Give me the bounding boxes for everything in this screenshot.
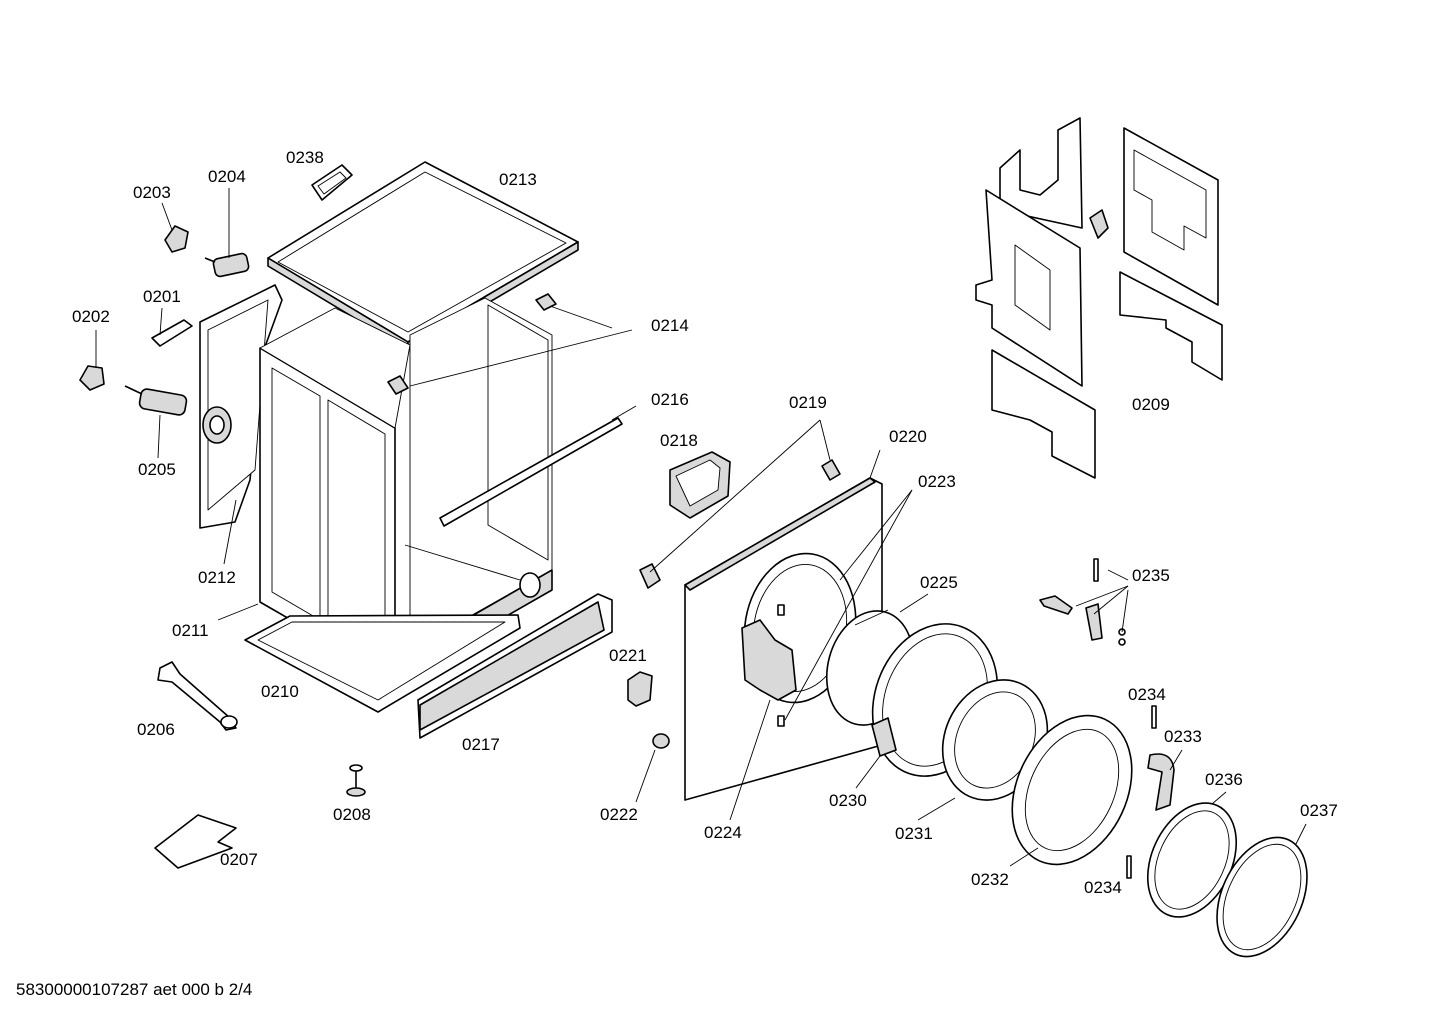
hinge-part (627, 459, 841, 749)
part-label-0203: 0203 (133, 183, 171, 202)
part-label-0225: 0225 (920, 573, 958, 592)
cross-bar-part (439, 417, 623, 527)
door-glass-part (941, 679, 1049, 801)
back-panel-part (199, 284, 283, 529)
bracket-part (151, 319, 193, 347)
part-label-0210: 0210 (261, 682, 299, 701)
part-label-0218: 0218 (660, 431, 698, 450)
door-outer-ring-part (1146, 802, 1308, 958)
part-label-0237: 0237 (1300, 801, 1338, 820)
part-label-0233: 0233 (1164, 727, 1202, 746)
part-label-0202: 0202 (72, 307, 110, 326)
insulation-pad-part (975, 117, 1223, 479)
part-label-0222: 0222 (600, 805, 638, 824)
part-label-0201: 0201 (143, 287, 181, 306)
part-label-0209: 0209 (1132, 395, 1170, 414)
door-ring-part (1011, 714, 1133, 866)
top-cover-part (267, 161, 579, 351)
part-label-0217: 0217 (462, 735, 500, 754)
part-label-0238: 0238 (286, 148, 324, 167)
base-plate-part (244, 614, 521, 713)
part-label-0205: 0205 (138, 460, 176, 479)
part-label-0211: 0211 (172, 621, 209, 640)
hose-cap-part (79, 225, 189, 391)
wrench-part (157, 661, 238, 731)
part-label-0223: 0223 (918, 472, 956, 491)
part-labels: 0203 0204 0238 0213 0201 0202 0214 0216 … (72, 148, 1338, 897)
part-label-0224: 0224 (704, 823, 742, 842)
part-label-0208: 0208 (333, 805, 371, 824)
part-label-0236: 0236 (1205, 770, 1243, 789)
handle-part (311, 164, 353, 201)
part-label-0220: 0220 (889, 427, 927, 446)
door-pin-part (1126, 705, 1157, 879)
part-label-0207: 0207 (220, 850, 258, 869)
part-label-0234-bottom: 0234 (1084, 878, 1122, 897)
part-label-0234-top: 0234 (1128, 685, 1166, 704)
part-label-0214: 0214 (651, 316, 689, 335)
leader-lines (95, 188, 1307, 867)
part-label-0221: 0221 (609, 646, 647, 665)
part-label-0212: 0212 (198, 568, 236, 587)
part-label-0231: 0231 (895, 824, 933, 843)
door-hinge-part (741, 619, 797, 701)
part-label-0216: 0216 (651, 390, 689, 409)
door-lock-part (669, 451, 731, 519)
part-label-0219: 0219 (789, 393, 827, 412)
part-label-0232: 0232 (971, 870, 1009, 889)
part-label-0206: 0206 (137, 720, 175, 739)
door-handle-part (1147, 753, 1175, 811)
foot-part (346, 764, 366, 797)
drawing-reference-number: 58300000107287 aet 000 b 2/4 (16, 980, 253, 999)
part-label-0235: 0235 (1132, 566, 1170, 585)
latch-set-part (1039, 558, 1126, 646)
inlet-valve-part (124, 252, 250, 416)
part-label-0213: 0213 (499, 170, 537, 189)
part-label-0230: 0230 (829, 791, 867, 810)
part-label-0204: 0204 (208, 167, 246, 186)
transport-plate-part (154, 814, 237, 869)
plinth-part (417, 593, 613, 739)
cabinet-part (259, 297, 553, 681)
